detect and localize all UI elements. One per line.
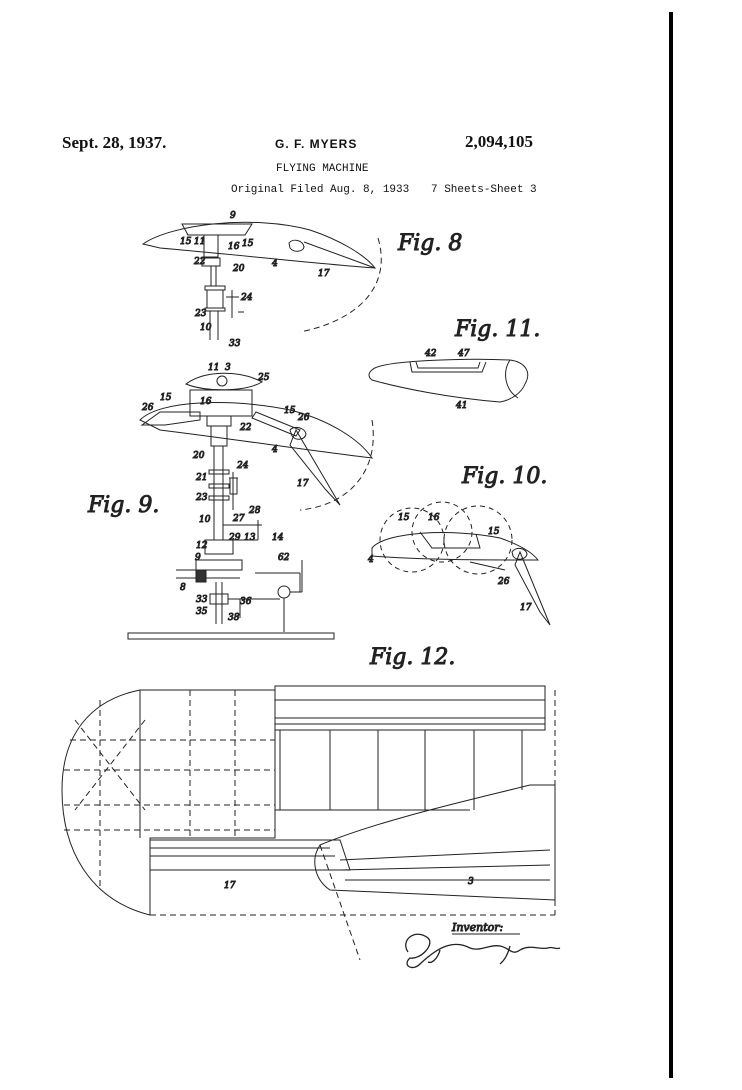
fig8-ref-23: 23 [194,309,207,319]
fig11-ref-42: 42 [424,349,437,359]
fig10-ref-16: 16 [428,513,440,523]
fig11-drawing [368,358,529,403]
fig9-ref-22: 22 [239,423,252,433]
fig9-ref-28: 28 [248,506,261,516]
fig11-label: Fig. 11. [454,317,540,342]
inventor-caption: Inventor: [451,921,503,934]
fig11-ref-47: 47 [457,349,470,359]
fig9-ref-23: 23 [195,493,208,503]
fig12-ref-17: 17 [224,881,236,891]
fig10-ref-17: 17 [520,603,532,613]
page-edge-line [669,12,673,1078]
fig9-ref-20: 20 [192,451,205,461]
fig8-ref-16: 16 [228,242,240,252]
fig9-ref-13: 13 [244,533,256,543]
fig9-ref-9: 9 [195,553,201,563]
fig9-ref-35: 35 [196,607,208,617]
patent-date: Sept. 28, 1937. [62,133,167,152]
inventor-name: G. F. MYERS [275,137,358,151]
fig10-drawing [371,501,551,626]
fig8-ref-24: 24 [240,293,253,303]
fig9-label: Fig. 9. [87,493,159,518]
fig8-ref-10: 10 [200,323,212,333]
fig9-ref-27: 27 [232,514,245,524]
fig10-ref-15a: 15 [398,513,410,523]
fig11-ref-41: 41 [455,401,467,411]
filing-info: Original Filed Aug. 8, 1933 [231,184,410,196]
fig9-ref-38: 38 [228,613,240,623]
fig9-ref-4: 4 [271,445,278,455]
fig8-ref-4: 4 [271,259,278,269]
fig8-label: Fig. 8 [397,231,462,256]
fig10-ref-4: 4 [367,555,374,565]
fig10-ref-15b: 15 [488,527,500,537]
fig9-ref-25: 25 [257,373,270,383]
fig9-ref-36: 36 [240,597,252,607]
fig12-ref-3: 3 [468,877,474,887]
inventor-signature [405,933,561,969]
fig9-ref-3: 3 [225,363,231,373]
fig8-ref-20: 20 [232,264,245,274]
fig9-ref-62: 62 [278,553,290,563]
fig9-ref-11: 11 [208,363,219,373]
fig9-ref-29: 29 [228,533,241,543]
fig8-ref-11: 11 [194,237,205,247]
fig8-drawing [141,221,382,340]
fig9-ref-16: 16 [200,397,212,407]
fig9-ref-8: 8 [180,583,186,593]
fig9-ref-15b: 15 [284,406,296,416]
fig9-ref-33: 33 [196,595,208,605]
invention-title: FLYING MACHINE [276,163,369,175]
fig12-drawing [61,685,556,961]
fig8-ref-22: 22 [193,257,206,267]
fig8-ref-15a: 15 [180,237,192,247]
fig9-ref-17: 17 [297,479,309,489]
fig9-drawing [127,372,374,640]
fig9-ref-21: 21 [195,473,207,483]
patent-number: 2,094,105 [465,132,533,151]
fig12-label: Fig. 12. [369,645,455,670]
fig9-ref-26a: 26 [141,403,154,413]
fig9-ref-14: 14 [272,533,284,543]
sheet-info: 7 Sheets-Sheet 3 [431,184,537,196]
fig9-ref-10: 10 [199,515,211,525]
fig8-ref-33: 33 [229,339,241,349]
fig9-ref-24: 24 [236,461,249,471]
fig10-ref-26: 26 [497,577,510,587]
fig9-ref-26b: 26 [297,413,310,423]
fig9-ref-12: 12 [196,541,208,551]
fig8-ref-9: 9 [230,211,236,221]
fig10-label: Fig. 10. [461,464,547,489]
fig9-ref-15a: 15 [160,393,172,403]
fig8-ref-15b: 15 [242,239,254,249]
fig8-ref-17: 17 [318,269,330,279]
